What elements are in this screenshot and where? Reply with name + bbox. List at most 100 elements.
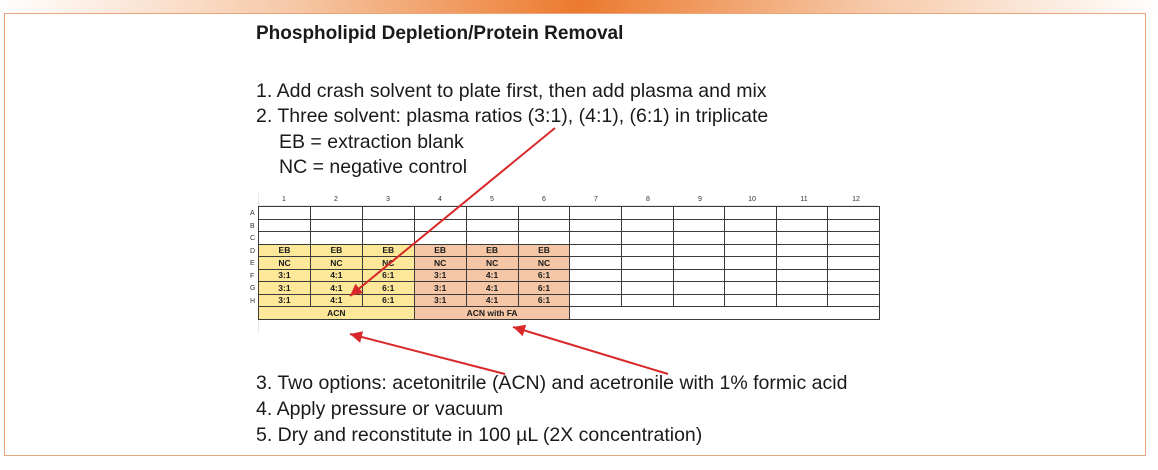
row-header: B	[250, 222, 255, 230]
well	[621, 243, 674, 257]
row-header: H	[250, 297, 256, 305]
plate-row-f: 3:1 4:1 6:1 3:1 4:1 6:1	[258, 268, 880, 282]
well-ratio: 3:1	[413, 268, 467, 282]
well	[775, 281, 829, 295]
well-eb: EB	[465, 243, 519, 257]
plate-row-g: 3:1 4:1 6:1 3:1 4:1 6:1	[258, 281, 880, 295]
well	[361, 231, 415, 245]
well	[724, 268, 777, 282]
column-header: 12	[852, 196, 860, 203]
well-nc: NC	[517, 256, 571, 270]
top-accent-bar	[0, 0, 1158, 14]
well	[775, 256, 829, 270]
plate-row-e: NC NC NC NC NC NC	[258, 256, 880, 270]
well-ratio: 6:1	[517, 268, 571, 282]
well-eb: EB	[258, 243, 311, 257]
well	[621, 256, 674, 270]
well	[724, 231, 777, 245]
well	[309, 206, 363, 220]
content-frame	[4, 13, 1146, 456]
well	[361, 206, 415, 220]
well-ratio: 4:1	[309, 281, 363, 295]
plate-row-b	[258, 218, 880, 232]
well	[827, 281, 880, 295]
well	[309, 218, 363, 232]
plate-row-c	[258, 231, 880, 245]
column-header: 7	[594, 196, 598, 203]
row-header: A	[250, 210, 255, 217]
plate-row-h: 3:1 4:1 6:1 3:1 4:1 6:1	[258, 293, 880, 307]
well-ratio: 6:1	[361, 293, 415, 307]
well	[621, 231, 674, 245]
row-header: F	[250, 272, 255, 280]
row-header: C	[250, 235, 256, 242]
acn-fa-group-label: ACN with FA	[413, 306, 571, 320]
well	[465, 206, 519, 220]
column-header: 5	[490, 196, 494, 203]
well	[672, 256, 726, 270]
well-eb: EB	[517, 243, 571, 257]
column-header: 8	[646, 196, 650, 203]
well	[827, 218, 880, 232]
well	[724, 218, 777, 232]
column-header: 4	[438, 196, 442, 203]
well	[621, 218, 674, 232]
well-nc: NC	[361, 256, 415, 270]
step-4: 4. Apply pressure or vacuum	[256, 398, 504, 420]
well	[361, 218, 415, 232]
well	[569, 243, 623, 257]
well	[724, 293, 777, 307]
row-header: E	[250, 260, 255, 267]
well-ratio: 3:1	[258, 281, 311, 295]
well	[775, 268, 829, 282]
well	[517, 218, 571, 232]
acn-group-label: ACN	[258, 306, 415, 320]
row-header: D	[250, 247, 256, 255]
well-ratio: 3:1	[258, 268, 311, 282]
plate-layout: 1 2 3 4 5 6 7 8 9 10 11 12 A B C D E F G…	[246, 193, 880, 333]
well-ratio: 3:1	[413, 281, 467, 295]
well	[672, 218, 726, 232]
column-header: 9	[698, 196, 702, 203]
empty-label-space	[569, 306, 880, 320]
well	[621, 206, 674, 220]
well	[775, 206, 829, 220]
well	[724, 256, 777, 270]
page-title: Phospholipid Depletion/Protein Removal	[256, 23, 624, 44]
step-5: 5. Dry and reconstitute in 100 µL (2X co…	[256, 424, 703, 446]
well-ratio: 4:1	[309, 293, 363, 307]
well-ratio: 6:1	[517, 293, 571, 307]
well	[827, 231, 880, 245]
well	[569, 206, 623, 220]
well-eb: EB	[309, 243, 363, 257]
well	[724, 243, 777, 257]
step-1: 1. Add crash solvent to plate first, the…	[256, 80, 767, 102]
well	[621, 281, 674, 295]
column-header: 6	[542, 196, 546, 203]
well	[672, 206, 726, 220]
well	[775, 243, 829, 257]
gridline	[258, 193, 877, 206]
step-3: 3. Two options: acetonitrile (ACN) and a…	[256, 372, 848, 394]
well	[569, 293, 623, 307]
plate-row-d: EB EB EB EB EB EB	[258, 243, 880, 257]
well	[258, 206, 311, 220]
well	[827, 243, 880, 257]
well	[775, 231, 829, 245]
column-header: 11	[800, 196, 808, 203]
well	[621, 293, 674, 307]
well	[413, 231, 467, 245]
well	[672, 268, 726, 282]
well	[672, 231, 726, 245]
well	[827, 293, 880, 307]
column-header: 1	[282, 196, 286, 203]
well-eb: EB	[361, 243, 415, 257]
well	[827, 206, 880, 220]
well	[413, 206, 467, 220]
well	[724, 281, 777, 295]
well-ratio: 4:1	[465, 281, 519, 295]
eb-definition: EB = extraction blank	[279, 131, 464, 153]
well	[672, 293, 726, 307]
well-ratio: 6:1	[517, 281, 571, 295]
well	[672, 281, 726, 295]
